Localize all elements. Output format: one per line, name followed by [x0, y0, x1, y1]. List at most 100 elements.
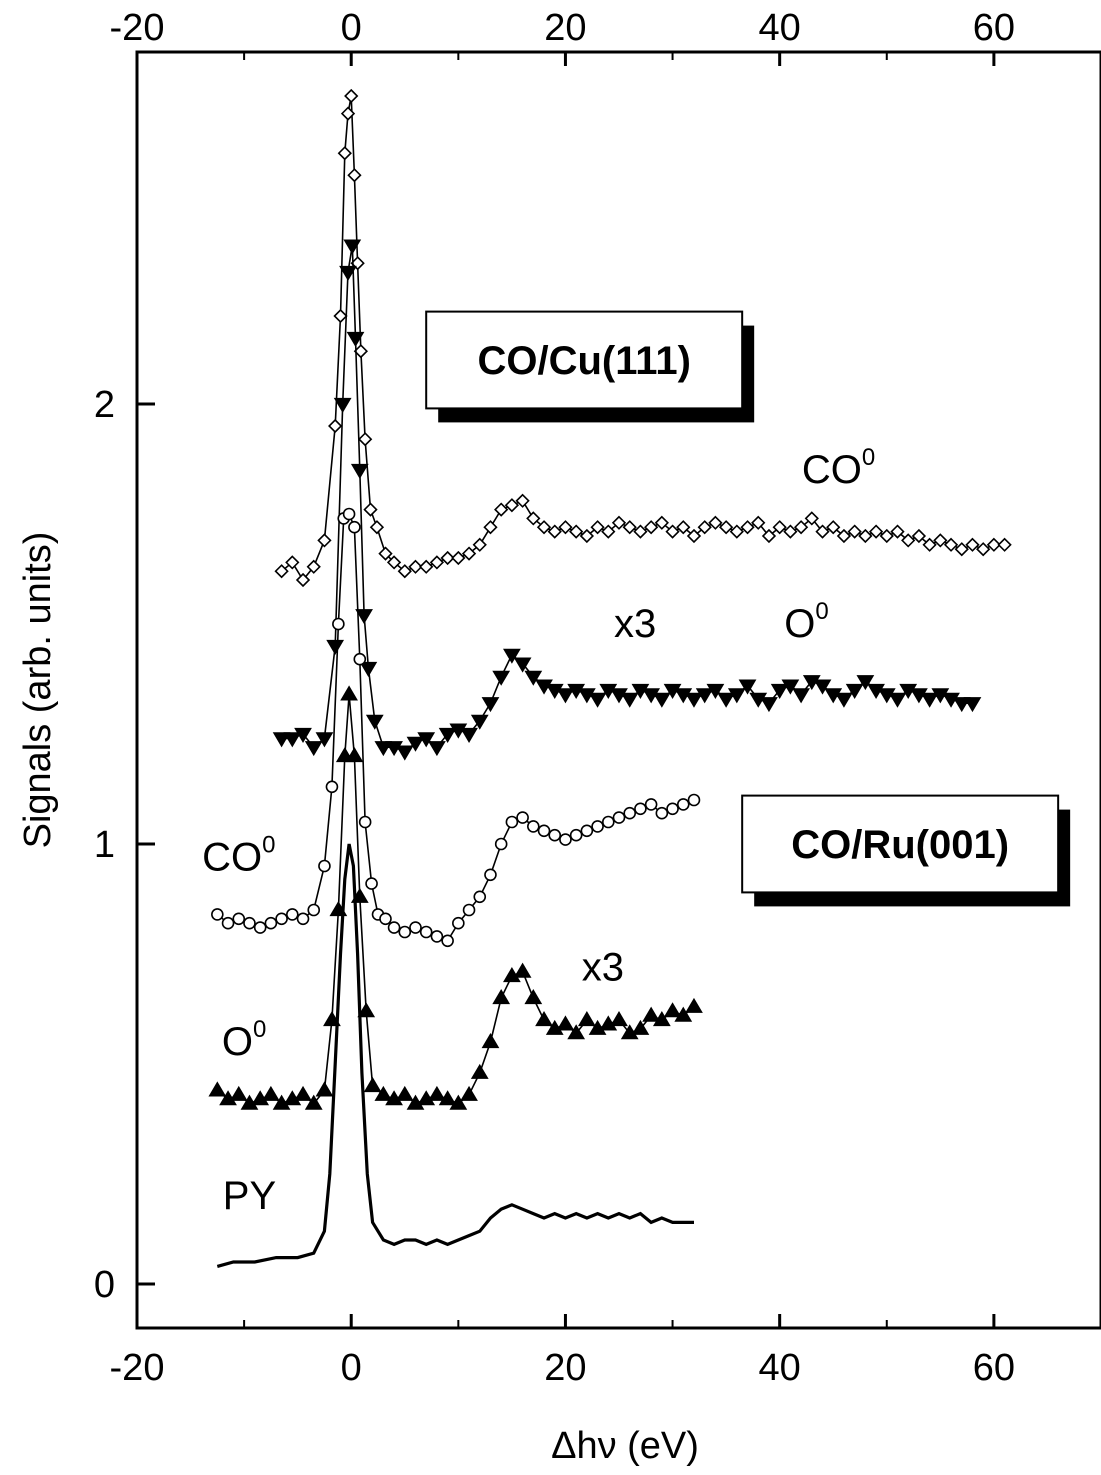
diamond-marker — [344, 88, 359, 104]
x-tick-label: -20 — [110, 1347, 165, 1389]
triangle-up-marker — [357, 1002, 376, 1018]
diamond-marker — [997, 537, 1012, 552]
circle-marker — [332, 617, 345, 631]
triangle-up-marker — [642, 1006, 661, 1022]
diamond-marker — [772, 520, 787, 535]
circle-marker — [527, 820, 540, 833]
triangle-down-marker — [350, 463, 369, 479]
triangle-up-marker — [685, 997, 703, 1013]
diamond-marker — [943, 537, 959, 552]
x-top-tick-label: 40 — [759, 7, 801, 49]
circle-marker — [687, 793, 701, 807]
circle-marker — [232, 912, 246, 926]
diamond-marker — [317, 533, 332, 548]
triangle-up-marker — [470, 1063, 489, 1079]
circle-marker — [580, 824, 594, 838]
diamond-marker — [340, 106, 356, 121]
triangle-up-marker — [535, 1011, 553, 1027]
diamond-marker — [708, 515, 723, 530]
y-axis-title: Signals (arb. units) — [17, 532, 59, 849]
diamond-marker — [472, 537, 487, 552]
triangle-down-marker — [856, 675, 875, 691]
annotation-x3_lower: x3 — [582, 945, 624, 989]
box-label-ru: CO/Ru(001) — [791, 823, 1009, 867]
circle-marker — [419, 925, 433, 939]
diamond-marker — [933, 533, 948, 548]
diamond-marker — [644, 520, 659, 535]
diamond-marker — [347, 168, 362, 183]
diamond-marker — [697, 520, 712, 535]
y-tick-label: 0 — [94, 1264, 115, 1306]
triangle-down-marker — [359, 661, 378, 677]
x-top-tick-label: 20 — [544, 7, 586, 49]
triangle-down-marker — [406, 736, 425, 752]
circle-marker — [601, 815, 615, 829]
annotation-py: PY — [223, 1174, 276, 1218]
diamond-marker — [483, 520, 498, 535]
triangle-down-marker — [333, 397, 352, 413]
circle-marker — [275, 912, 288, 926]
circle-marker — [612, 811, 626, 824]
triangle-down-marker — [355, 609, 373, 625]
circle-marker — [591, 820, 604, 833]
diamond-marker — [922, 537, 937, 552]
triangle-up-marker — [315, 1081, 334, 1097]
triangle-down-marker — [738, 679, 757, 695]
box-label-cu: CO/Cu(111) — [477, 339, 690, 383]
triangle-up-marker — [663, 1002, 682, 1018]
diamond-marker — [686, 528, 702, 544]
y-tick-label: 2 — [94, 384, 115, 426]
diamond-marker — [954, 542, 969, 557]
triangle-down-marker — [343, 239, 362, 255]
triangle-down-marker — [952, 697, 971, 713]
circle-marker — [211, 908, 224, 921]
triangle-down-marker — [524, 670, 543, 686]
triangle-down-marker — [395, 745, 414, 761]
triangle-down-marker — [588, 692, 607, 708]
triangle-up-marker — [340, 685, 358, 701]
diamond-marker — [504, 498, 520, 513]
triangle-up-marker — [428, 1085, 446, 1101]
x-top-tick-label: 0 — [341, 7, 362, 49]
diamond-marker — [665, 524, 680, 539]
triangle-down-marker — [781, 679, 800, 695]
triangle-down-marker — [283, 732, 302, 748]
diamond-marker — [547, 524, 562, 539]
circle-marker — [634, 802, 647, 816]
triangle-down-marker — [620, 692, 639, 708]
triangle-up-marker — [481, 1033, 500, 1049]
x-tick-label: 0 — [341, 1347, 362, 1389]
triangle-down-marker — [685, 692, 703, 708]
triangle-down-marker — [339, 265, 357, 281]
triangle-up-marker — [208, 1081, 227, 1097]
diamond-marker — [295, 572, 311, 588]
annotation-co0_upper: CO0 — [802, 444, 875, 492]
diamond-marker — [429, 555, 445, 570]
box-ru: CO/Ru(001) — [741, 794, 1071, 907]
triangle-up-marker — [610, 1011, 628, 1027]
annotation-o0_lower: O0 — [222, 1016, 266, 1064]
diamond-marker — [386, 555, 402, 570]
diamond-marker — [419, 559, 434, 574]
diamond-marker — [369, 520, 385, 535]
triangle-down-marker — [513, 657, 532, 673]
diamond-marker — [536, 520, 552, 535]
diamond-marker — [804, 511, 819, 526]
annotation-co0_lower: CO0 — [202, 831, 275, 879]
circle-marker — [676, 798, 690, 811]
triangle-up-marker — [294, 1085, 312, 1101]
diamond-marker — [515, 493, 530, 508]
triangle-down-marker — [326, 639, 345, 655]
diamond-marker — [879, 528, 894, 544]
circle-marker — [296, 912, 310, 926]
triangle-up-marker — [652, 1011, 671, 1027]
triangle-down-marker — [770, 683, 789, 699]
triangle-down-marker — [304, 741, 323, 757]
annotation-o0_upper: O0 — [784, 598, 828, 646]
triangle-up-marker — [438, 1090, 457, 1106]
triangle-up-marker — [395, 1085, 414, 1101]
diamond-marker — [911, 528, 927, 544]
circle-marker — [387, 921, 401, 934]
triangle-down-marker — [760, 697, 778, 713]
